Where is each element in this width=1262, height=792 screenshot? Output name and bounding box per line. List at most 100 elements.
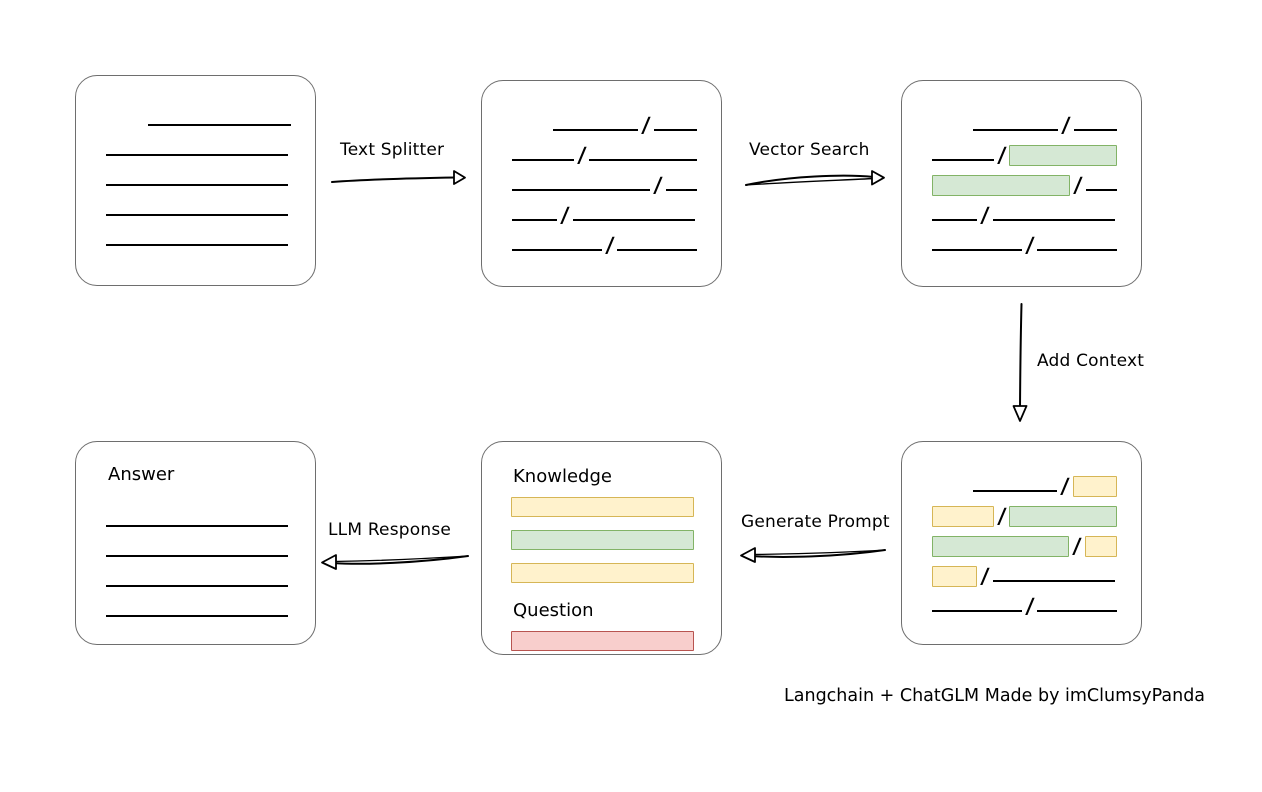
slash-separator: / — [1024, 233, 1035, 257]
text-line-segment — [512, 219, 557, 221]
line-indent — [512, 122, 553, 123]
card-context-chunks-body: ///// — [902, 442, 1141, 644]
text-line-segment — [106, 555, 288, 557]
chunk-highlight-green[interactable] — [1009, 506, 1117, 527]
text-line-row: / — [932, 558, 1117, 588]
arrow-label-llm-response: LLM Response — [328, 520, 452, 540]
line-indent — [106, 117, 148, 118]
chunk-highlight-green[interactable] — [932, 175, 1070, 196]
card-source-document[interactable] — [75, 75, 316, 286]
slash-separator: / — [1072, 173, 1083, 197]
text-line-row — [106, 503, 291, 533]
arrow-llm-response: LLM Response — [318, 520, 470, 575]
text-line-segment — [106, 585, 288, 587]
text-line-row — [106, 533, 291, 563]
card-prompt[interactable]: Knowledge Question — [481, 441, 722, 655]
card-rows — [106, 102, 291, 252]
text-line-segment — [106, 214, 288, 216]
diagram-caption: Langchain + ChatGLM Made by imClumsyPand… — [784, 686, 1206, 706]
card-rows — [106, 503, 291, 623]
prompt-bar-green[interactable] — [511, 530, 694, 550]
chunk-highlight-green[interactable] — [1009, 145, 1117, 166]
arrow-icon-right-text-splitter — [331, 170, 466, 185]
text-line-segment — [106, 244, 288, 246]
arrow-icon-down-add-context — [1012, 303, 1028, 422]
text-line-row: / — [512, 227, 697, 257]
text-line-segment — [106, 615, 288, 617]
text-line-row: / — [932, 468, 1117, 498]
card-answer[interactable]: Answer — [75, 441, 316, 645]
arrow-label-text-splitter: Text Splitter — [340, 140, 445, 160]
prompt-bar-red[interactable] — [511, 631, 694, 651]
arrow-vector-search: Vector Search — [744, 140, 889, 195]
arrow-label-add-context: Add Context — [1037, 351, 1145, 371]
slash-separator: / — [996, 143, 1007, 167]
text-line-segment — [992, 580, 1115, 582]
prompt-bar-yellow[interactable] — [511, 563, 694, 583]
card-split-chunks[interactable]: ///// — [481, 80, 722, 287]
text-line-row: / — [932, 227, 1117, 257]
arrow-generate-prompt: Generate Prompt — [737, 512, 890, 567]
text-line-segment — [1085, 189, 1117, 191]
slash-separator: / — [1024, 594, 1035, 618]
text-line-row — [106, 593, 291, 623]
arrow-text-splitter: Text Splitter — [330, 140, 470, 195]
arrow-label-generate-prompt: Generate Prompt — [741, 512, 890, 532]
chunk-highlight-yellow[interactable] — [932, 566, 977, 587]
card-context-chunks[interactable]: ///// — [901, 441, 1142, 645]
text-line-segment — [147, 124, 291, 126]
card-answer-body: Answer — [76, 442, 315, 644]
chunk-highlight-yellow[interactable] — [1084, 536, 1117, 557]
text-line-row: / — [932, 498, 1117, 528]
text-line-row: / — [512, 167, 697, 197]
text-line-segment — [512, 189, 650, 191]
card-rows: ///// — [932, 107, 1117, 257]
text-line-row: / — [932, 528, 1117, 558]
card-prompt-body: Knowledge Question — [482, 442, 721, 654]
text-line-row: / — [512, 107, 697, 137]
card-rows: ///// — [512, 107, 697, 257]
text-line-row — [106, 192, 291, 222]
slash-separator: / — [640, 113, 652, 137]
text-line-segment — [572, 219, 695, 221]
question-bars — [511, 631, 697, 651]
card-retrieved-chunks[interactable]: ///// — [901, 80, 1142, 287]
slash-separator: / — [979, 564, 990, 588]
text-line-segment — [1073, 129, 1117, 131]
text-line-segment — [653, 129, 697, 131]
chunk-highlight-yellow[interactable] — [932, 506, 994, 527]
text-line-row: / — [932, 137, 1117, 167]
text-line-row — [106, 222, 291, 252]
arrow-icon-left-generate-prompt — [740, 547, 886, 563]
text-line-segment — [106, 525, 288, 527]
question-label: Question — [513, 600, 594, 621]
slash-separator: / — [1060, 113, 1072, 137]
text-line-row: / — [932, 588, 1117, 618]
slash-separator: / — [996, 504, 1007, 528]
prompt-bar-yellow[interactable] — [511, 497, 694, 517]
text-line-segment — [973, 129, 1059, 131]
text-line-segment — [932, 219, 977, 221]
chunk-highlight-green[interactable] — [932, 536, 1069, 557]
text-line-segment — [106, 184, 288, 186]
card-split-chunks-body: ///// — [482, 81, 721, 286]
arrow-add-context: Add Context — [995, 300, 1175, 425]
text-line-row — [106, 132, 291, 162]
knowledge-bars — [511, 497, 697, 583]
knowledge-label: Knowledge — [513, 466, 612, 487]
text-line-segment — [932, 159, 994, 161]
chunk-highlight-yellow[interactable] — [1072, 476, 1117, 497]
text-line-row: / — [932, 107, 1117, 137]
slash-separator: / — [559, 203, 570, 227]
text-line-segment — [617, 249, 697, 251]
line-indent — [932, 122, 973, 123]
card-source-document-body — [76, 76, 315, 285]
text-line-segment — [589, 159, 697, 161]
text-line-row — [106, 563, 291, 593]
text-line-segment — [1037, 249, 1117, 251]
text-line-segment — [106, 154, 288, 156]
text-line-row: / — [932, 197, 1117, 227]
card-rows: ///// — [932, 468, 1117, 618]
card-retrieved-chunks-body: ///// — [902, 81, 1141, 286]
